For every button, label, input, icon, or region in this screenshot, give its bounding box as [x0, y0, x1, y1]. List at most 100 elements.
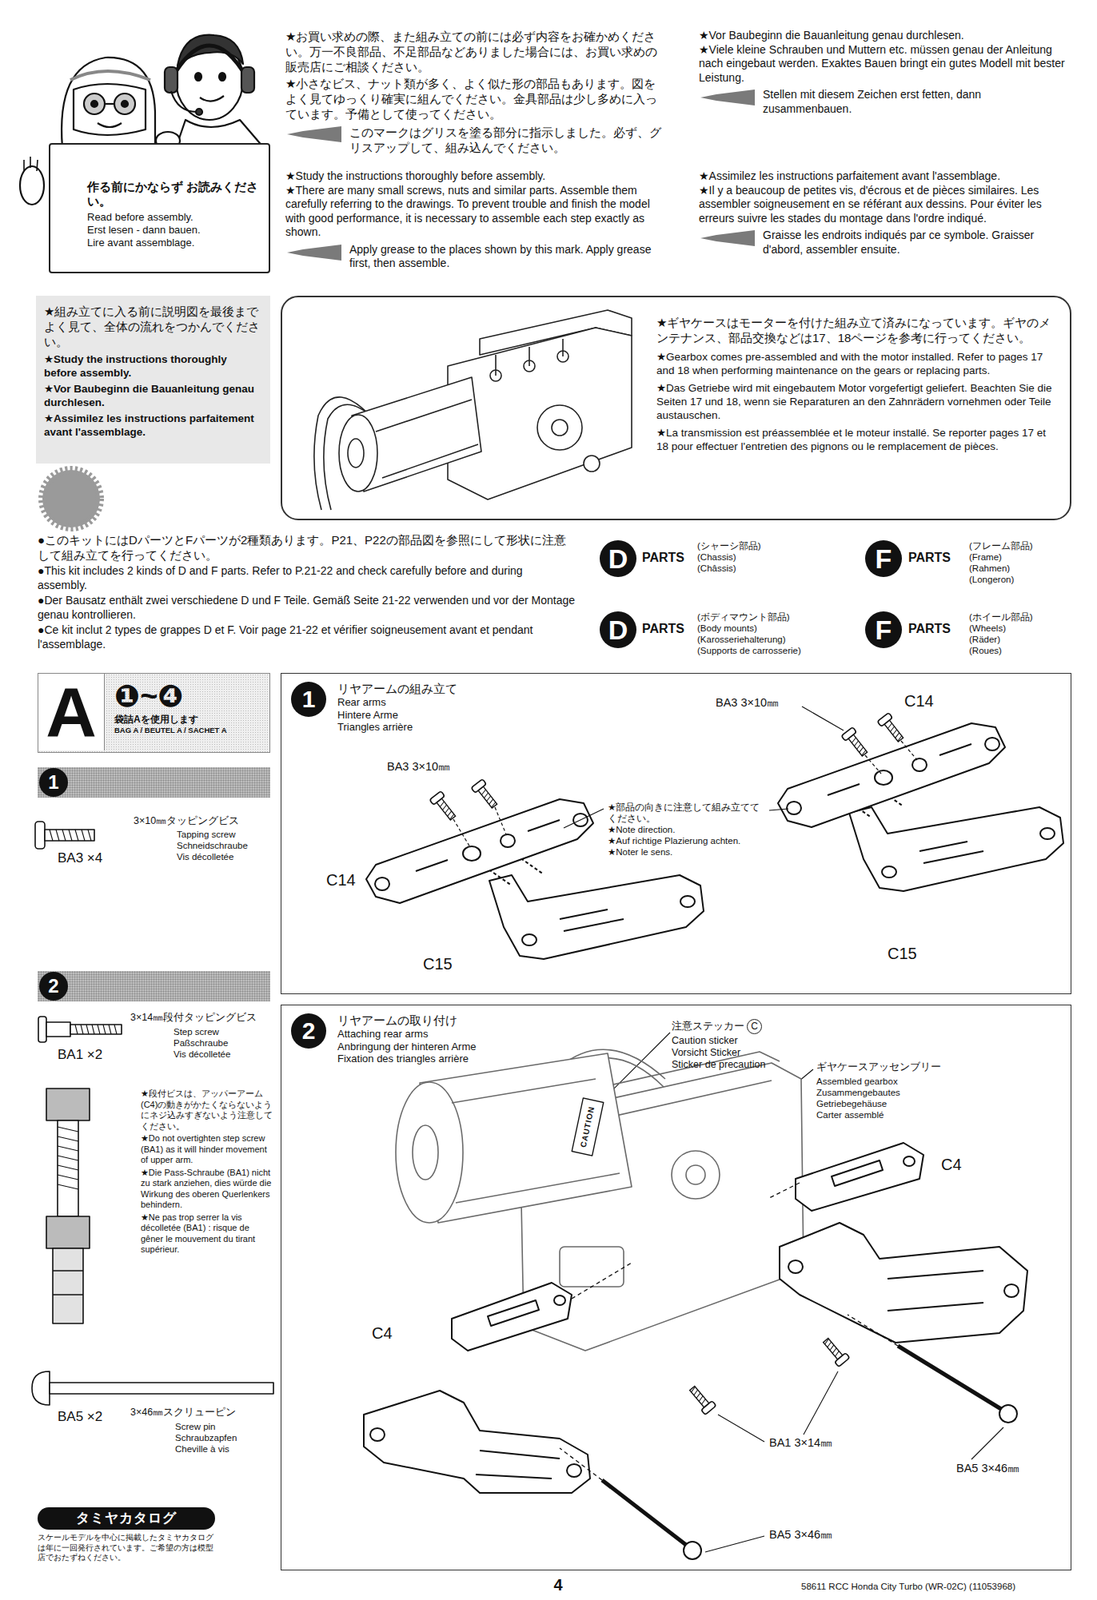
caption-text: ★Noter le sens.: [607, 846, 766, 858]
label-group: Screw pinSchraubzapfenCheville à vis: [175, 1421, 272, 1456]
instruction-text: ★There are many small screws, nuts and s…: [285, 183, 662, 240]
step-letter: A: [38, 674, 105, 751]
caption-text: (Supports de carrosserie): [697, 645, 858, 657]
caption-text: (Frame): [969, 551, 1072, 563]
caption-text: (Chassis): [697, 551, 834, 563]
bag-note: BAG A / BEUTEL A / SACHET A: [114, 726, 228, 736]
parts-badge: D: [599, 611, 637, 649]
notice-text: Erst lesen - dann bauen.: [87, 223, 263, 237]
instruction-text: ★Study the instructions thoroughly befor…: [285, 169, 662, 184]
caption-text: (フレーム部品): [969, 540, 1072, 552]
step-title: Anbringung der hinteren Arme: [337, 1041, 476, 1054]
title-column: ❶~❹袋詰Aを使用しますBAG A / BEUTEL A / SACHET A: [104, 674, 228, 751]
caption-text: (シャーシ部品): [697, 540, 834, 552]
part-number: C14: [902, 692, 936, 711]
step-panel: 2リヤアームの取り付けAttaching rear armsAnbringung…: [280, 1005, 1072, 1572]
parts-badge: D: [599, 540, 637, 578]
footer-text: 58611 RCC Honda City Turbo (WR-02C) (110…: [801, 1581, 1078, 1593]
label-group: ●このキットにはDパーツとFパーツが2種類あります。P21、P22の部品図を参照…: [37, 532, 575, 652]
notice-title: 作る前にかならず お読みください。: [87, 179, 263, 209]
parts-label: PARTS: [908, 550, 965, 567]
caption-text: (Rahmen): [969, 562, 1072, 575]
page-number: 4: [546, 1576, 571, 1595]
caption-text: Schneidschraube: [176, 840, 273, 852]
gearbox-drawing: [314, 310, 632, 511]
grease-row: このマークはグリスを塗る部分に指示しました。必ず、グリスアップして、組み込んでく…: [285, 124, 662, 156]
instruction-text: このマークはグリスを塗る部分に指示しました。必ず、グリスアップして、組み込んでく…: [349, 124, 662, 156]
label-group: (ボディマウント部品)(Body mounts)(Karosseriehalte…: [697, 611, 858, 657]
label-group: 3×14㎜段付タッピングビス: [130, 1012, 275, 1025]
screw-code: BA1 ×2: [57, 1047, 130, 1064]
caption-text: Cheville à vis: [175, 1444, 272, 1456]
label-group: ギヤケースアッセンブリー: [816, 1061, 977, 1074]
instruction-text: ●Ce kit inclut 2 types de grappes D et F…: [37, 623, 575, 652]
step-header: A❶~❹袋詰Aを使用しますBAG A / BEUTEL A / SACHET A: [37, 673, 271, 754]
suspension-arms: [363, 1143, 1028, 1560]
label-group: BA1 ×2: [57, 1047, 130, 1064]
instruction-text: ★小さなビス、ナット類が多く、よく似た形の部品もあります。図をよく見てゆっくり確…: [285, 75, 662, 122]
step-title: Hintere Arme: [337, 709, 458, 723]
label-group: ★部品の向きに注意して組み立ててください。★Note direction.★Au…: [607, 801, 766, 858]
grease-mark: [698, 88, 757, 107]
note-text: ★Vor Baubeginn die Bauanleitung genau du…: [43, 382, 263, 410]
header-row: A❶~❹袋詰Aを使用しますBAG A / BEUTEL A / SACHET A: [38, 674, 270, 751]
parts-badge: F: [865, 540, 902, 578]
caution-note: ★Do not overtighten step screw (BA1) as …: [140, 1133, 274, 1167]
notice-text: Read before assembly.: [87, 211, 263, 224]
screw-code: BA5 ×2: [57, 1409, 130, 1426]
part-number: C4: [939, 1156, 964, 1174]
caption-text: (Longeron): [969, 574, 1072, 586]
caption-text: Vis décolletée: [176, 851, 273, 863]
instruction-text: ●このキットにはDパーツとFパーツが2種類あります。P21、P22の部品図を参照…: [37, 532, 575, 563]
parts-letter: F: [875, 545, 893, 573]
label-group: 58611 RCC Honda City Turbo (WR-02C) (110…: [801, 1581, 1078, 1593]
catalog-title: タミヤカタログ: [75, 1511, 177, 1528]
gearbox-assembly: [395, 1049, 804, 1352]
instruction-text: ★Viele kleine Schrauben und Muttern etc.…: [698, 43, 1072, 86]
label-group: BA5 3×46㎜: [767, 1528, 864, 1543]
step-title: Triangles arrière: [337, 721, 458, 734]
label-group: C14: [902, 692, 951, 711]
step-number: 2: [39, 972, 68, 1002]
instruction-text: ★お買い求めの際、また組み立ての前には必ず内容をお確かめください。万一不良部品、…: [285, 28, 662, 75]
callout-label: BA1 3×14㎜: [767, 1436, 834, 1451]
caption-text: (Body mounts): [697, 622, 858, 635]
title-column: リヤアームの取り付けAttaching rear armsAnbringung …: [337, 1013, 476, 1066]
caption-text: Vorsicht Sticker: [671, 1047, 808, 1060]
caption-text: (ボディマウント部品): [697, 611, 858, 623]
part-number: C15: [885, 945, 919, 963]
step-band: 2: [37, 971, 271, 1002]
label-group: C4: [370, 1324, 411, 1343]
label-group: BA3 ×4: [57, 850, 130, 867]
notice-text: Lire avant assemblage.: [87, 236, 263, 250]
tapping-screws: [429, 713, 918, 848]
label-group: PARTS: [908, 621, 965, 638]
label-group: 4: [546, 1576, 571, 1595]
label-group: 3×10㎜タッピングビス: [133, 815, 274, 828]
caption-text: Caution sticker: [671, 1035, 808, 1048]
parts-label: PARTS: [908, 621, 965, 638]
label-group: Tapping screwSchneidschraubeVis décollet…: [176, 829, 273, 863]
label-group: (ホイール部品)(Wheels)(Räder)(Roues): [969, 611, 1072, 657]
gearbox-panel: ★ギヤケースはモーターを付けた組み立て済みになっています。ギヤのメンテナンス、部…: [280, 295, 1072, 521]
step-title: リヤアームの組み立て: [337, 682, 458, 697]
caption-text: (ホイール部品): [969, 611, 1072, 623]
note-text: ★La transmission est préassemblée et le …: [656, 426, 1056, 454]
caution-note: ★Die Pass-Schraube (BA1) nicht zu stark …: [140, 1168, 274, 1212]
caution-note: ★段付ビスは、アッパーアーム(C4)の動きがかたくならないようにネジ込みすぎない…: [140, 1089, 274, 1133]
label-group: BA1 3×14㎜: [767, 1436, 864, 1451]
caption-text: ギヤケースアッセンブリー: [816, 1061, 977, 1074]
caption-text: (Wheels): [969, 622, 1072, 635]
note-text: ★ギヤケースはモーターを付けた組み立て済みになっています。ギヤのメンテナンス、部…: [656, 315, 1056, 346]
caption-text: (Räder): [969, 634, 1072, 646]
part-number: C14: [324, 871, 358, 890]
label-group: C: [746, 1019, 765, 1035]
instruction-text: ●Der Bausatz enthält zwei verschiedene D…: [37, 594, 575, 623]
step-title: リヤアームの取り付け: [337, 1013, 476, 1029]
caption-text: ★Note direction.: [607, 824, 766, 836]
label-group: BA3 3×10㎜: [385, 760, 474, 774]
note-text: ★Das Getriebe wird mit eingebautem Motor…: [656, 381, 1056, 423]
caption-text: Zusammengebautes Getriebegehäuse: [816, 1087, 937, 1110]
catalog-badge: タミヤカタログ: [37, 1507, 216, 1531]
callout-label: BA3 3×10㎜: [714, 696, 781, 711]
